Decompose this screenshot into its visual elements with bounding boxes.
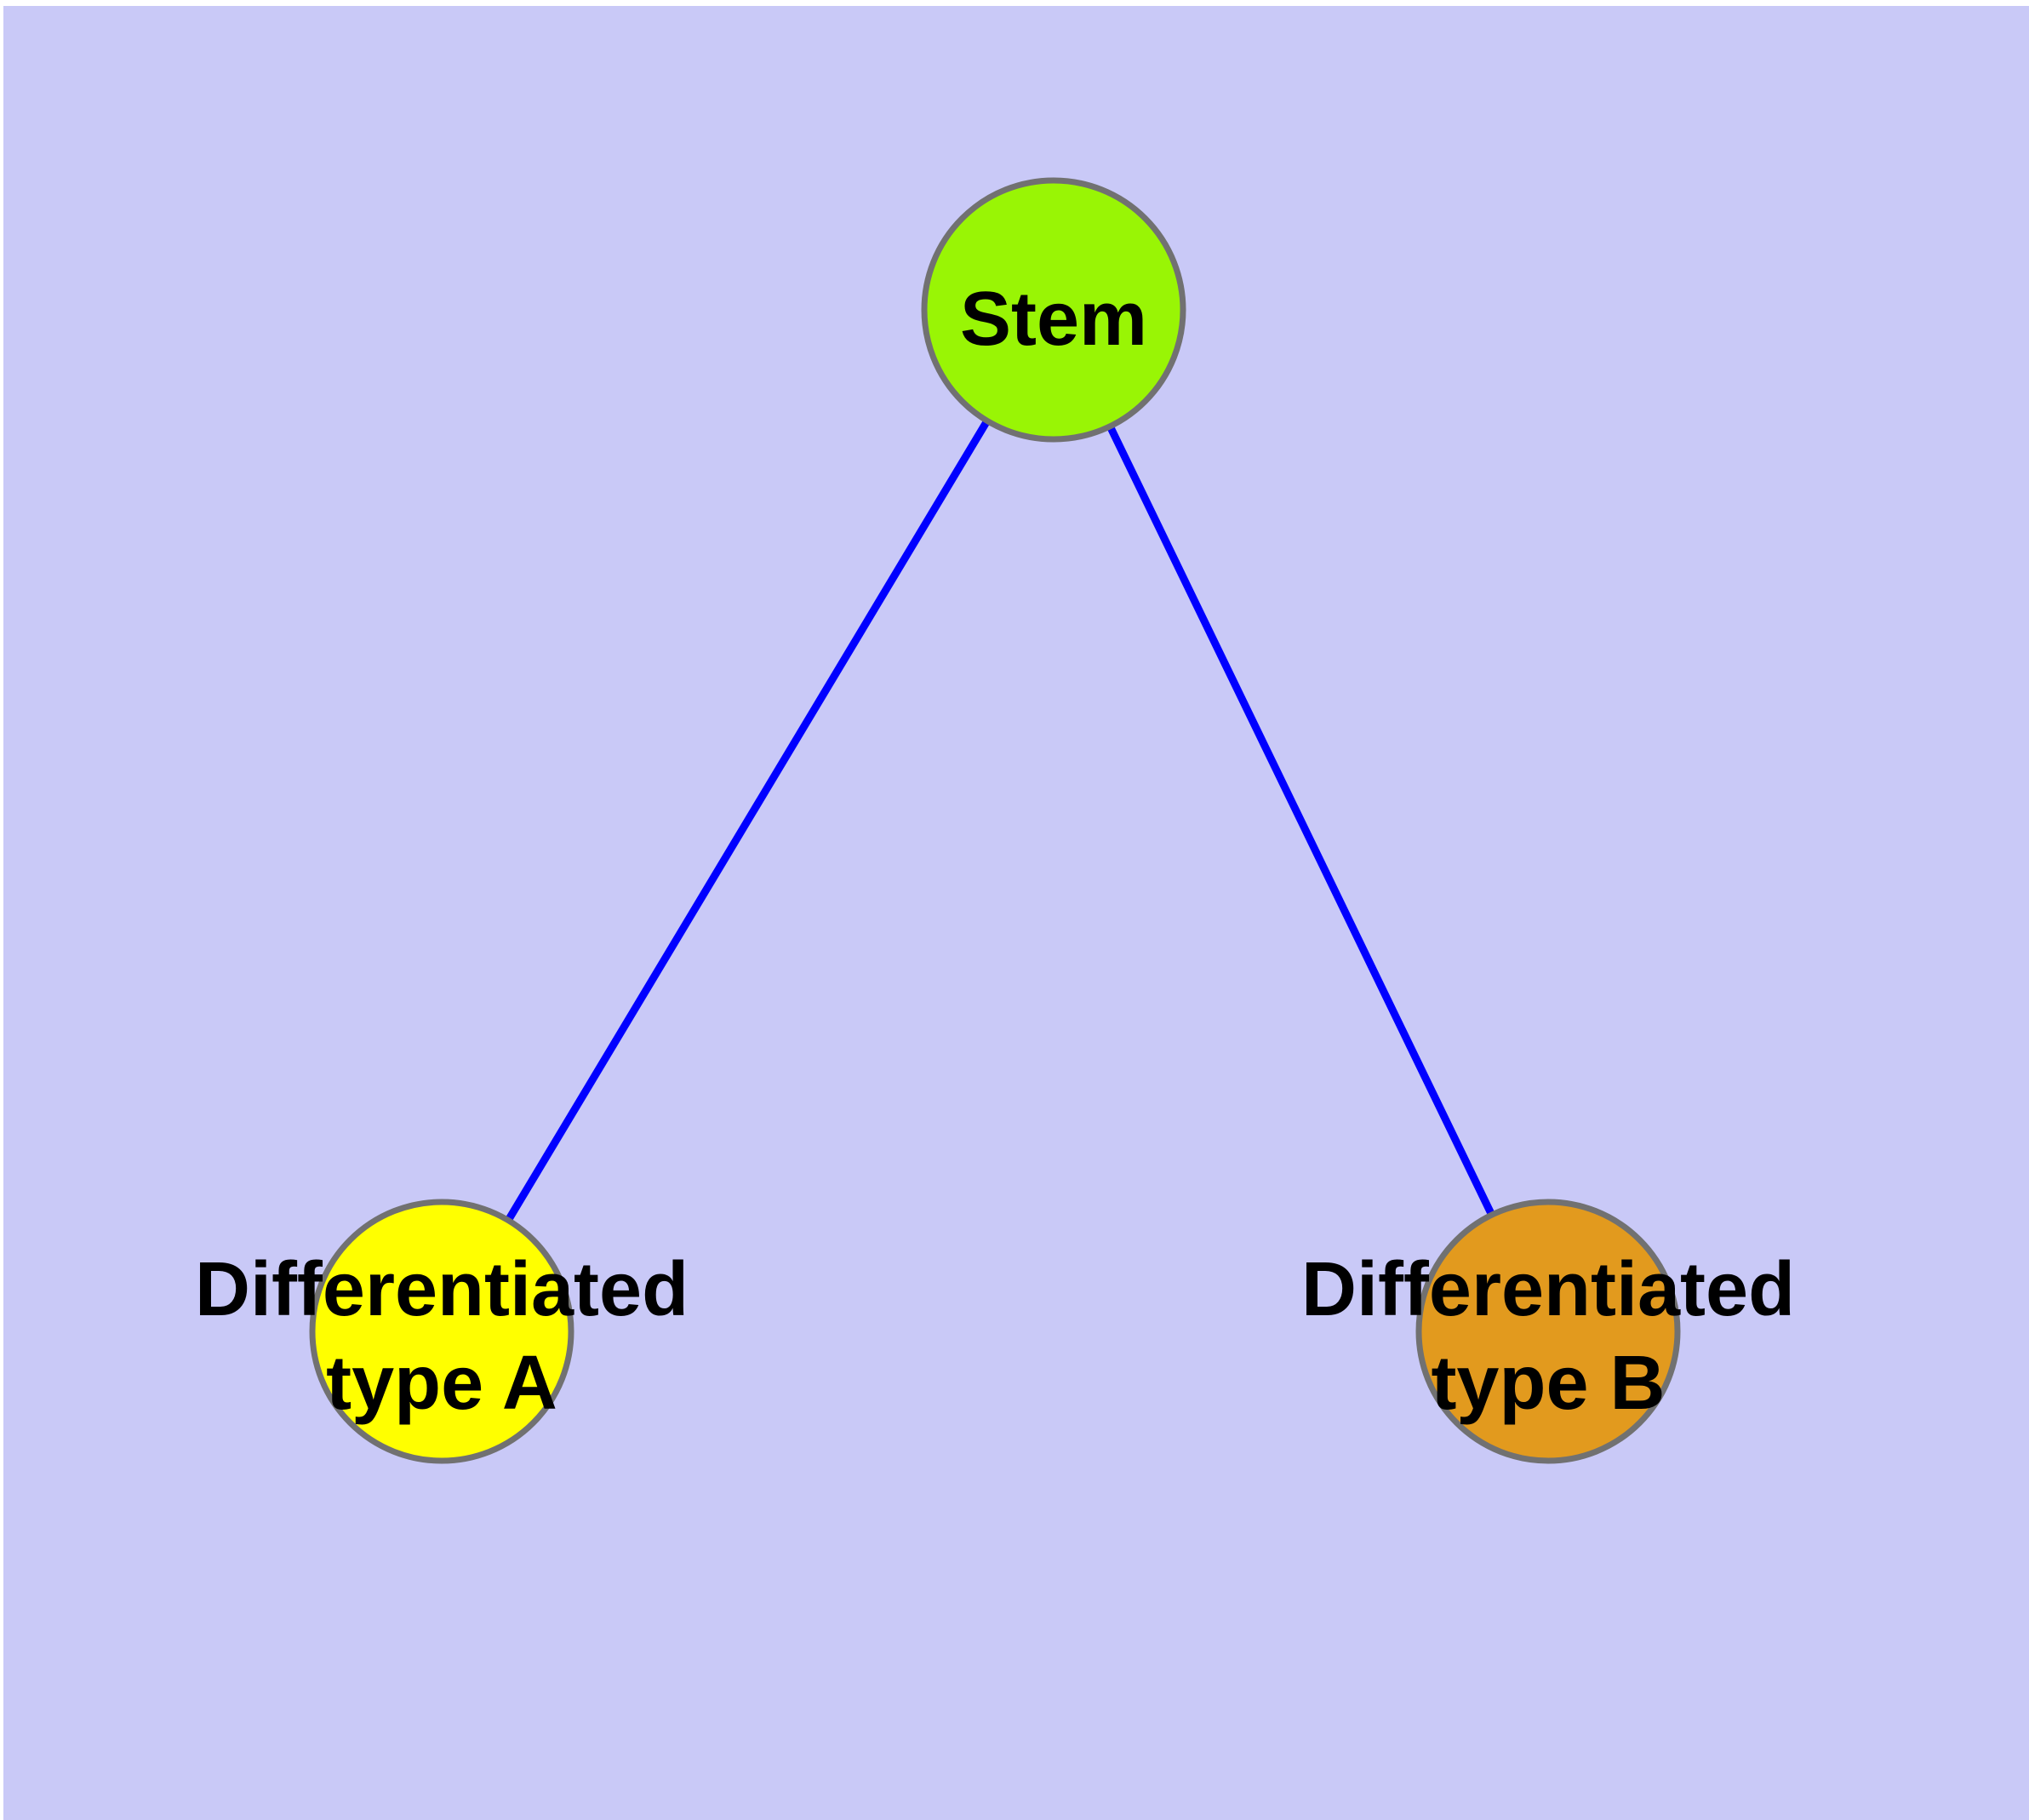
- edge-stem-to-type-b: [1049, 308, 1552, 1333]
- type-b-label-line1: Differentiated: [1300, 1247, 1796, 1332]
- stem-node-label-text: Stem: [959, 277, 1148, 362]
- type-a-node-circle: [309, 1199, 574, 1464]
- edge-stem-to-type-a: [438, 307, 1057, 1334]
- type-b-node-label: Differentiated type B: [1301, 1243, 1795, 1430]
- type-a-label-line1: Differentiated: [194, 1247, 689, 1332]
- type-b-node-circle: [1415, 1199, 1681, 1464]
- type-a-label-line2: type A: [326, 1341, 557, 1426]
- stem-node-circle: [921, 177, 1186, 443]
- type-a-node-label: Differentiated type A: [195, 1243, 689, 1430]
- stem-node-label: Stem: [960, 272, 1147, 366]
- type-b-label-line2: type B: [1431, 1341, 1666, 1426]
